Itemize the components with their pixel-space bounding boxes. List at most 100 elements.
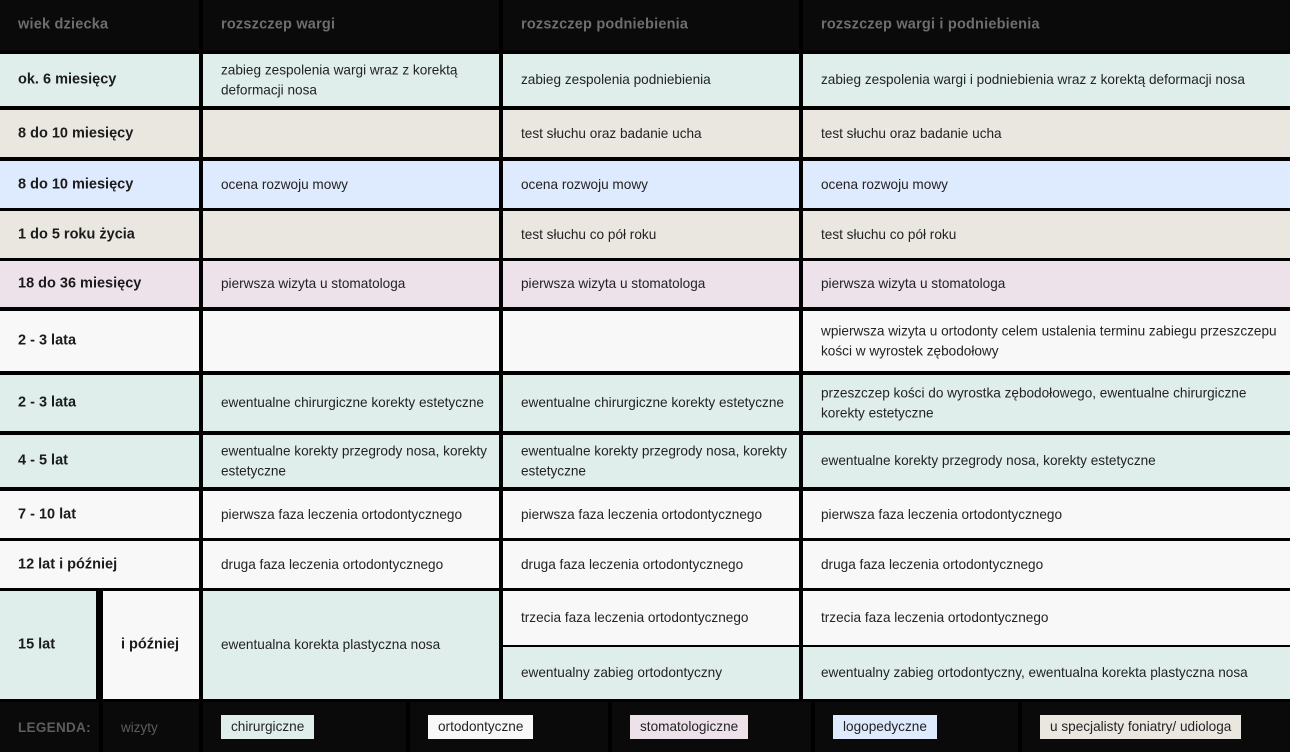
cell-both: test słuchu oraz badanie ucha [803,110,1290,157]
row-age-label-text: 18 do 36 miesięcy [18,275,142,292]
cell-pal-text: ocena rozwoju mowy [521,176,648,192]
row-age-suffix: i później [103,591,199,699]
cell-lip: pierwsza faza leczenia ortodontycznego [203,491,499,538]
cell-pal-bottom: ewentualny zabieg ortodontyczny [503,647,799,699]
cell-pal: druga faza leczenia ortodontycznego [503,541,799,588]
cell-both-text: zabieg zespolenia wargi i podniebienia w… [821,72,1245,88]
row-age-label-text: 1 do 5 roku życia [18,225,135,242]
cell-lip-text: druga faza leczenia ortodontycznego [221,556,444,572]
cell-both-text: test słuchu oraz badanie ucha [821,125,1002,141]
legend-chip-pink: stomatologiczne [630,715,749,739]
cell-pal: zabieg zespolenia podniebienia [503,54,799,106]
cell-both: pierwsza wizyta u stomatologa [803,261,1290,307]
row-age-label: ok. 6 miesięcy [0,54,199,106]
row-age-label: 8 do 10 miesięcy [0,110,199,157]
legend-title-segment: LEGENDA: [0,702,99,752]
legend-band: LEGENDA: wizyty chirurgiczne ortodontyczne s… [0,702,1290,752]
column-header-age-text: wiek dziecka [18,16,109,33]
cell-pal-bottom-text: ewentualny zabieg ortodontyczny [521,665,723,681]
cell-lip: ewentualne chirurgiczne korekty estetycz… [203,375,499,431]
legend-chip-blue: logopedyczne [833,715,937,739]
legend-chip-mint: chirurgiczne [221,715,315,739]
row-age-label: 7 - 10 lat [0,491,199,538]
row-age-label-text: ok. 6 miesięcy [18,71,117,88]
cell-both-top: trzecia faza leczenia ortodontycznego [803,591,1290,645]
cell-lip-text: ocena rozwoju mowy [221,176,348,192]
row-age-label-text: 8 do 10 miesięcy [18,124,134,141]
column-header-pal: rozszczep podniebienia [503,0,799,50]
legend-item-segment: ortodontyczne [410,702,608,752]
row-age-label: 2 - 3 lata [0,311,199,371]
cell-lip [203,311,499,371]
cell-both-bottom: ewentualny zabieg ortodontyczny, ewentua… [803,647,1290,699]
cell-lip: ewentualna korekta plastyczna nosa [203,591,499,699]
legend-title: LEGENDA: [18,719,91,735]
row-age-label-text: 15 lat [18,636,56,653]
row-age-label: 1 do 5 roku życia [0,211,199,258]
cell-lip-text: ewentualne chirurgiczne korekty estetycz… [221,395,484,411]
cell-both-text: przeszczep kości do wyrostka zębodołoweg… [821,385,1247,420]
column-header-lip: rozszczep wargi [203,0,499,50]
cell-pal-text: druga faza leczenia ortodontycznego [521,556,744,572]
legend-chip-beige: u specjalisty foniatry/ udiologa [1040,715,1242,739]
cell-pal: ewentualne korekty przegrody nosa, korek… [503,435,799,487]
legend-item-segment: chirurgiczne [203,702,406,752]
cell-both: wpierwsza wizyta u ortodonty celem ustal… [803,311,1290,371]
cell-pal-top-text: trzecia faza leczenia ortodontycznego [521,610,749,626]
column-header-lip-text: rozszczep wargi [221,16,336,33]
cell-pal-text: test słuchu co pół roku [521,226,657,242]
legend-subtitle: wizyty [121,719,158,735]
cell-lip-text: ewentualne korekty przegrody nosa, korek… [221,443,487,478]
column-header-both-text: rozszczep wargi i podniebienia [821,16,1040,33]
cell-lip-text: zabieg zespolenia wargi wraz z korektą d… [221,62,458,97]
row-age-label-text: 8 do 10 miesięcy [18,175,134,192]
row-age-suffix-text: i później [121,636,179,653]
cell-both: pierwsza faza leczenia ortodontycznego [803,491,1290,538]
cell-pal: test słuchu oraz badanie ucha [503,110,799,157]
cell-lip-text: ewentualna korekta plastyczna nosa [221,637,441,653]
legend-item-segment: u specjalisty foniatry/ udiologa [1022,702,1290,752]
cell-both-text: ewentualne korekty przegrody nosa, korek… [821,453,1156,469]
cell-lip: druga faza leczenia ortodontycznego [203,541,499,588]
cell-lip [203,211,499,258]
cell-pal-text: pierwsza faza leczenia ortodontycznego [521,506,763,522]
cell-both-text: druga faza leczenia ortodontycznego [821,556,1044,572]
row-age-label: 8 do 10 miesięcy [0,161,199,208]
row-age-label-text: 2 - 3 lata [18,332,77,349]
cell-both: zabieg zespolenia wargi i podniebienia w… [803,54,1290,106]
cell-lip: zabieg zespolenia wargi wraz z korektą d… [203,54,499,106]
cell-both-top-text: trzecia faza leczenia ortodontycznego [821,610,1049,626]
cell-pal-text: test słuchu oraz badanie ucha [521,125,702,141]
cell-pal: ocena rozwoju mowy [503,161,799,208]
cell-pal: test słuchu co pół roku [503,211,799,258]
column-header-age: wiek dziecka [0,0,199,50]
row-age-label: 12 lat i później [0,541,199,588]
cell-lip [203,110,499,157]
cell-both-text: wpierwsza wizyta u ortodonty celem ustal… [821,323,1277,358]
cell-lip: pierwsza wizyta u stomatologa [203,261,499,307]
cell-pal: pierwsza faza leczenia ortodontycznego [503,491,799,538]
cell-both-text: pierwsza wizyta u stomatologa [821,276,1006,292]
cell-pal [503,311,799,371]
row-age-label: 4 - 5 lat [0,435,199,487]
cell-pal-text: pierwsza wizyta u stomatologa [521,276,706,292]
cell-both: druga faza leczenia ortodontycznego [803,541,1290,588]
cell-lip-text: pierwsza wizyta u stomatologa [221,276,406,292]
cell-both-text: ocena rozwoju mowy [821,176,948,192]
cell-both: test słuchu co pół roku [803,211,1290,258]
row-age-label-text: 7 - 10 lat [18,505,77,522]
cell-both: ewentualne korekty przegrody nosa, korek… [803,435,1290,487]
cell-pal: pierwsza wizyta u stomatologa [503,261,799,307]
cell-both: przeszczep kości do wyrostka zębodołoweg… [803,375,1290,431]
row-age-label-text: 2 - 3 lata [18,394,77,411]
legend-item-segment: logopedyczne [815,702,1018,752]
cell-both: ocena rozwoju mowy [803,161,1290,208]
cell-both-text: pierwsza faza leczenia ortodontycznego [821,506,1063,522]
cell-pal-top: trzecia faza leczenia ortodontycznego [503,591,799,645]
legend-chip-white: ortodontyczne [428,715,534,739]
cell-lip: ewentualne korekty przegrody nosa, korek… [203,435,499,487]
cell-pal: ewentualne chirurgiczne korekty estetycz… [503,375,799,431]
row-age-label-text: 12 lat i później [18,555,118,572]
